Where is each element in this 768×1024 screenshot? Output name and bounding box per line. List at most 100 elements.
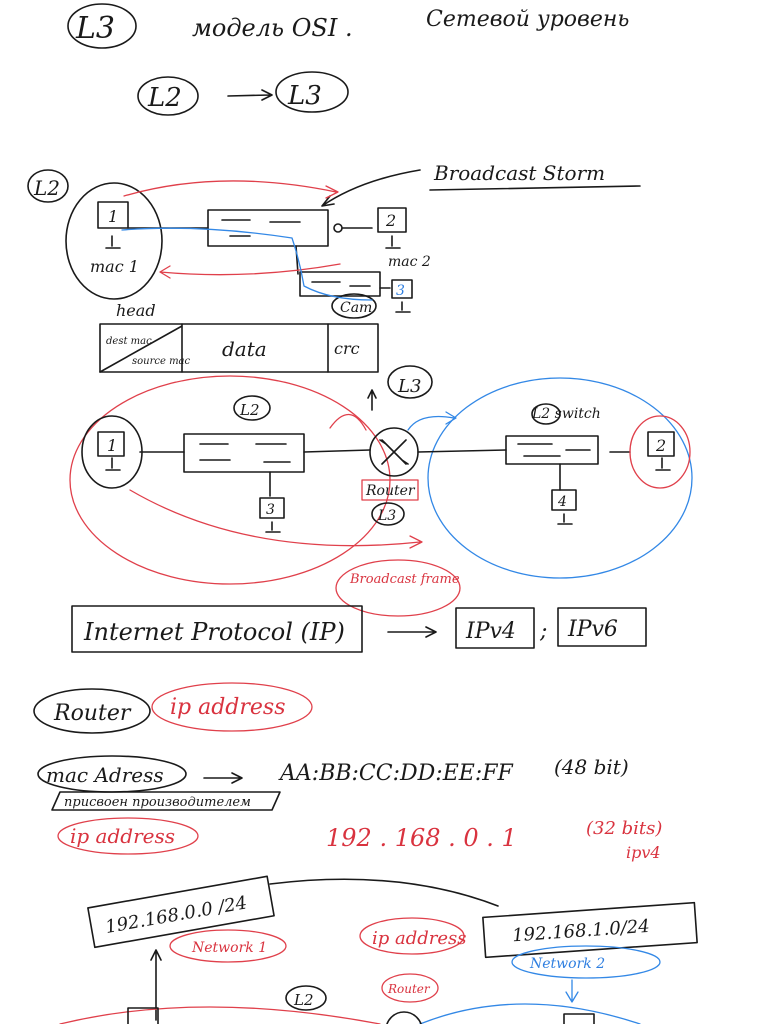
flow-to-label: L3	[287, 81, 322, 111]
network1-oval	[169, 929, 287, 963]
l3-badge-text: L3	[75, 11, 115, 46]
ipv6-box	[557, 607, 647, 647]
router-label: Router	[365, 483, 416, 499]
broadcast-storm-underline	[429, 185, 641, 191]
flow-from-label: L2	[147, 83, 182, 113]
broadcast-arrow-bottom	[159, 263, 341, 279]
ipv4-label: IPv4	[465, 619, 516, 644]
ipv4-note: ipv4	[626, 843, 661, 862]
flow-arrow	[227, 89, 273, 101]
l2-badge-text-3: L2	[293, 991, 314, 1009]
net2-label: 192.168.1.0/24	[511, 916, 650, 947]
frame-data-label: data	[222, 337, 267, 361]
host1-l3-stand	[105, 457, 121, 471]
host3-l3-stand	[265, 521, 281, 533]
frame-dest-label: dest mac	[106, 336, 152, 347]
router-l3-label: L3	[377, 508, 396, 524]
router-text: Router	[53, 701, 132, 726]
net2-group: 192.168.1.0/24	[482, 901, 698, 959]
ip-address-oval	[151, 682, 313, 732]
router-label-box	[361, 479, 419, 501]
mac-example: AA:BB:CC:DD:EE:FF	[278, 761, 513, 786]
cam-label: Cam	[340, 300, 372, 316]
flow-from-circle	[137, 76, 199, 116]
host1-l3-number: 1	[107, 436, 117, 455]
ip-address-text-3: ip address	[372, 928, 467, 949]
network-section: 192.168.0.0 /24 Network 1 ip address 192…	[59, 875, 698, 1024]
broadcast-red-hook	[329, 413, 367, 431]
router-text-2: Router	[387, 982, 431, 996]
broadcast-blue-arrow	[407, 411, 457, 431]
host3-l3-number: 3	[266, 502, 275, 518]
host4-l3-stand	[557, 513, 573, 525]
ip-address-text-2: ip address	[70, 824, 175, 848]
l2-switch-badge-circle	[531, 403, 561, 425]
switch-a-arrows	[221, 219, 301, 237]
mac2-label: mac 2	[388, 254, 431, 270]
host1-stand	[105, 235, 121, 249]
broadcast-frame-label: Broadcast frame	[349, 572, 460, 587]
l2-badge-text: L2	[33, 176, 60, 200]
link-switch-router	[303, 449, 371, 453]
frame-box	[99, 323, 379, 373]
host2-l3-stand	[655, 457, 671, 471]
frame-head-label: head	[116, 301, 156, 320]
host2-computer-icon	[377, 207, 407, 233]
broadcast-storm-label: Broadcast Storm	[433, 161, 605, 185]
switch-b-arrows	[311, 281, 371, 287]
net1-host-icon	[127, 1007, 159, 1024]
host2-stand	[385, 235, 401, 249]
host2-l3-circle	[629, 415, 691, 489]
net1-label: 192.168.0.0 /24	[104, 892, 249, 938]
mac-arrow	[203, 772, 243, 784]
ip-section: Internet Protocol (IP) IPv4 ; IPv6 Route…	[33, 605, 662, 862]
router-arrows	[379, 439, 409, 465]
network2-domain-blue	[419, 1003, 641, 1024]
broadcast-domain-red	[69, 375, 391, 585]
l2-badge-text-2: L2	[239, 401, 260, 419]
net2-host-icon	[563, 1013, 595, 1024]
switch-l3-left-arrows	[199, 443, 291, 463]
router-oval	[33, 688, 151, 734]
l2-switch-b	[299, 271, 381, 297]
ipv4-box	[455, 607, 535, 649]
network1-label: Network 1	[191, 940, 267, 956]
host1-computer-icon	[97, 201, 129, 229]
switch-a-port	[333, 223, 343, 233]
network2-oval	[511, 945, 661, 979]
switch-l3-right-arrows	[517, 443, 591, 457]
mac1-label: mac 1	[90, 257, 139, 276]
host3-stand	[395, 301, 411, 313]
ip-address-oval-3	[359, 917, 465, 955]
broadcast-frame-circle	[335, 559, 461, 617]
host1-group-circle	[65, 182, 163, 300]
l3-up-arrow	[367, 389, 377, 411]
l2-section: L2 Broadcast Storm 1 mac 1 2 mac 2 3 Cam…	[27, 161, 641, 373]
l2-switch-l3-right	[505, 435, 599, 465]
l3-badge-circle	[67, 3, 137, 49]
host2-l3-number: 2	[655, 436, 666, 455]
host1-number: 1	[108, 207, 118, 226]
host2-number: 2	[385, 211, 396, 230]
l3-badge-circle-2	[387, 365, 433, 399]
router-oval-2	[381, 973, 439, 1003]
network1-domain-red	[59, 1006, 381, 1024]
ip-protocol-label: Internet Protocol (IP)	[83, 618, 345, 646]
broadcast-arrow-top	[123, 180, 339, 199]
ip-protocol-arrow	[387, 626, 437, 638]
network2-arrow	[565, 979, 579, 1003]
frame-dividers	[99, 323, 329, 373]
l2-switch-l3-left	[183, 433, 305, 473]
l3-section: L3 L2 1 3 Router L3 L2 switch 2	[69, 365, 693, 617]
broadcast-domain-blue	[427, 377, 693, 579]
unicast-path	[121, 227, 373, 301]
mac-bits: (48 bit)	[554, 755, 629, 779]
host1-l3-icon	[97, 431, 125, 457]
net2-box	[482, 901, 698, 959]
l2-switch-label: L2 switch	[531, 406, 601, 422]
flow-to-circle	[275, 71, 349, 113]
ipv6-label: IPv6	[567, 617, 618, 642]
mac-address-text: mac Adress	[46, 763, 164, 787]
ip-example: 192 . 168 . 0 . 1	[326, 824, 517, 852]
l3-badge-text-2: L3	[397, 376, 421, 397]
